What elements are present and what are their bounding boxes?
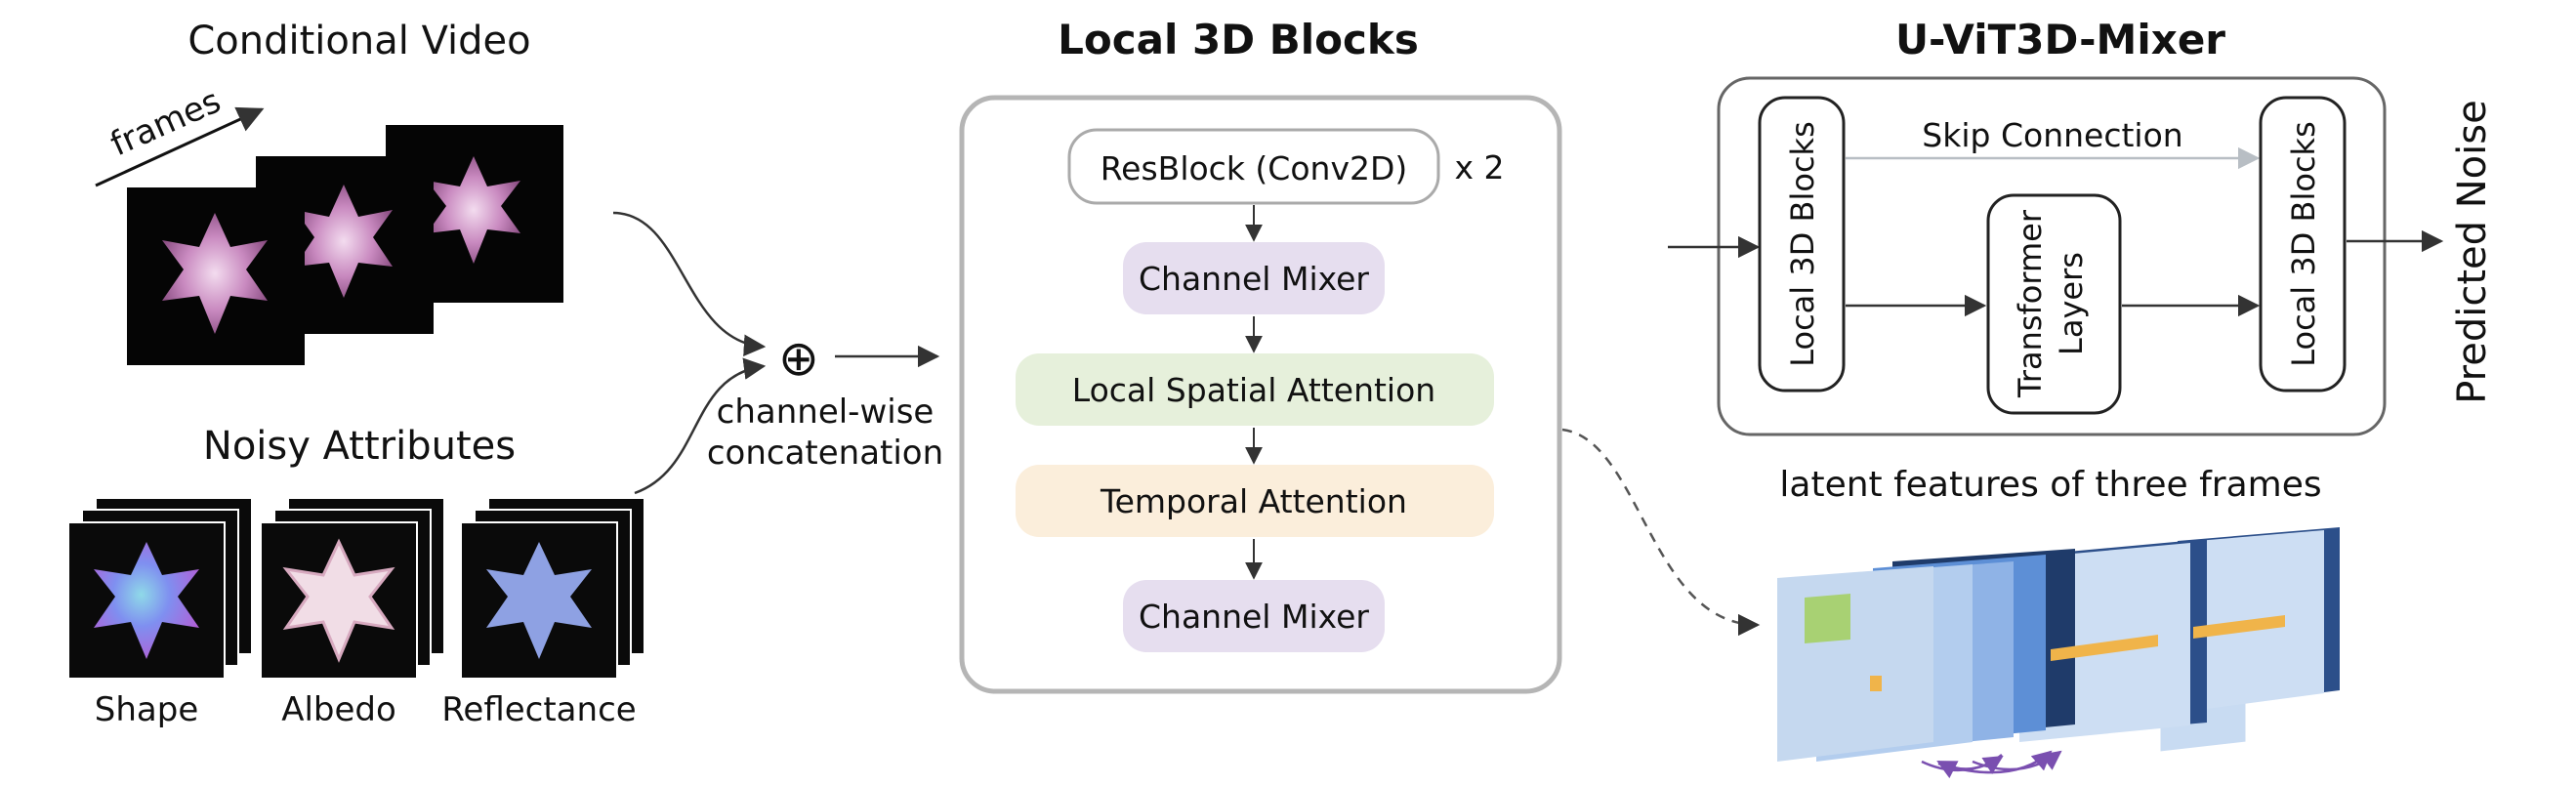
transformer-box	[1986, 193, 2122, 415]
transformer-label-2: Layers	[2053, 252, 2090, 355]
repeat-label: x 2	[1454, 148, 1504, 186]
albedo-map	[282, 538, 395, 663]
temporal-attention-box	[1016, 465, 1494, 537]
bow-image-3	[427, 156, 520, 264]
latent-callout-arrow	[1561, 428, 1761, 637]
channel-mixer-2-box	[1123, 580, 1385, 652]
noisy-attributes-title: Noisy Attributes	[203, 424, 516, 469]
predicted-noise-label: Predicted Noise	[2450, 100, 2495, 403]
right-local-block-label: Local 3D Blocks	[2285, 121, 2322, 367]
video-frame-1	[127, 187, 305, 365]
resblock-box	[1067, 128, 1440, 205]
latent-feature-stack	[1777, 527, 2340, 779]
concat-label-2: concatenation	[707, 434, 943, 473]
conditional-video-title: Conditional Video	[187, 19, 530, 63]
attr-label-shape: Shape	[95, 690, 198, 729]
local-spatial-attention-label: Local Spatial Attention	[1072, 371, 1435, 409]
right-local-block-box	[2259, 96, 2347, 393]
video-to-concat-arrow	[612, 211, 767, 356]
temporal-interaction-arrow-4	[1936, 754, 2003, 779]
frames-axis: frames	[95, 81, 265, 187]
attr-label-reflectance: Reflectance	[441, 690, 636, 729]
temporal-attention-label: Temporal Attention	[1100, 482, 1407, 520]
transformer-label-1: Transformer	[2012, 209, 2049, 398]
reflectance-map	[486, 542, 592, 659]
attributes-to-concat-arrow	[634, 357, 767, 495]
local-spatial-attention-box	[1016, 353, 1494, 426]
orange-patch	[1870, 676, 1882, 691]
bow-image-1	[162, 213, 268, 334]
local-blocks-title: Local 3D Blocks	[1058, 16, 1419, 63]
shape-normal-map	[94, 542, 199, 659]
orange-connector-2	[2193, 615, 2285, 639]
skip-connection-label: Skip Connection	[1922, 116, 2182, 154]
attr-label-albedo: Albedo	[281, 690, 396, 729]
resblock-label: ResBlock (Conv2D)	[1101, 149, 1408, 187]
latent-slab-front	[1777, 566, 1933, 762]
concat-symbol: ⊕	[778, 330, 819, 387]
concat-label-1: channel-wise	[717, 393, 935, 432]
reflectance-stack	[460, 497, 645, 680]
green-patch	[1805, 594, 1850, 643]
mixer-title: U-ViT3D-Mixer	[1895, 16, 2225, 63]
orange-connector-1	[2051, 635, 2158, 661]
channel-mixer-2-label: Channel Mixer	[1139, 598, 1369, 636]
channel-mixer-1-label: Channel Mixer	[1139, 260, 1369, 298]
channel-mixer-1-box	[1123, 242, 1385, 314]
left-local-block-box	[1758, 96, 1846, 393]
latent-title: latent features of three frames	[1779, 465, 2321, 505]
shape-stack	[67, 497, 253, 680]
left-local-block-label: Local 3D Blocks	[1784, 121, 1821, 367]
bow-image-2	[295, 185, 393, 298]
albedo-stack	[260, 497, 445, 680]
